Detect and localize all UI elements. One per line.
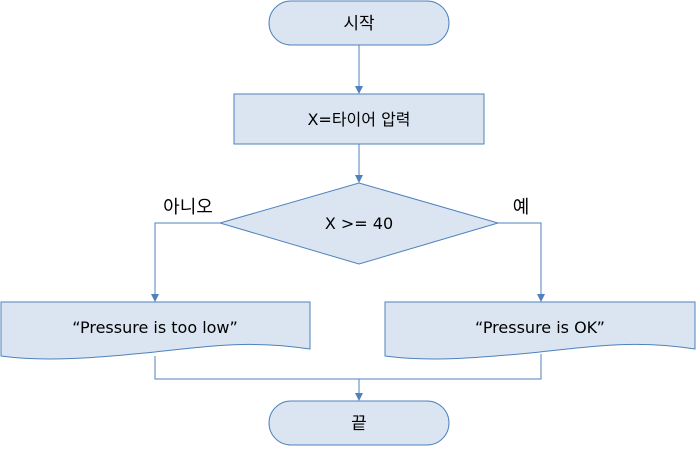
- assign-process: X=타이어 압력: [233, 93, 485, 145]
- end-terminal: 끝: [268, 400, 450, 446]
- start-label: 시작: [343, 14, 375, 34]
- arrow-no-branch: [151, 222, 220, 302]
- output-ok-document: “Pressure is OK”: [384, 301, 696, 360]
- decision-diamond: X >= 40: [218, 182, 500, 265]
- output-low-label: “Pressure is too low”: [72, 318, 238, 337]
- decision-label: X >= 40: [325, 214, 393, 233]
- output-low-document: “Pressure is too low”: [0, 301, 311, 360]
- no-branch-label: 아니오: [163, 197, 213, 218]
- arrow-yes-branch: [498, 222, 545, 302]
- start-terminal: 시작: [268, 0, 450, 46]
- merge-connector: [154, 354, 542, 380]
- assign-label: X=타이어 압력: [307, 110, 410, 129]
- output-ok-label: “Pressure is OK”: [475, 318, 605, 337]
- yes-branch-label: 예: [513, 197, 530, 218]
- end-label: 끝: [351, 414, 367, 434]
